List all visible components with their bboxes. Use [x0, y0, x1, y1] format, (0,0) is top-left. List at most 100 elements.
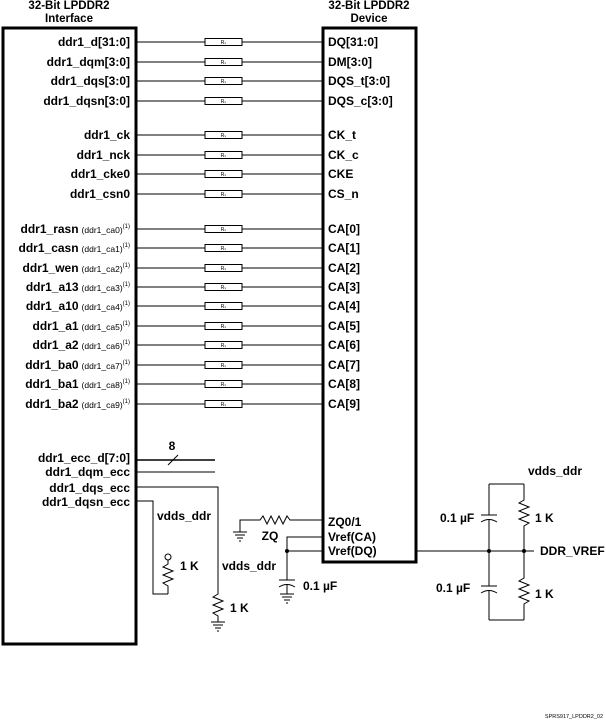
junction-cap-vref	[487, 549, 491, 553]
vref-cap-plate-bottom	[278, 584, 296, 588]
bus-width-label: 8	[169, 439, 176, 453]
right-header-line2: Device	[350, 13, 387, 25]
device-pin-label: CA[7]	[328, 358, 360, 372]
dqsn-ecc-line	[136, 500, 168, 595]
device-pin-label: CS_n	[328, 187, 359, 201]
footnote-mark: (1)	[123, 360, 130, 366]
pin-name: ddr1_ba0	[25, 358, 79, 372]
cap-top-label: 0.1 µF	[440, 511, 474, 525]
interface-pin-label: ddr1_dqs[3:0]	[51, 74, 130, 88]
series-resistor-label: Rₛ	[221, 79, 227, 85]
pin-name: ddr1_cke0	[71, 167, 131, 181]
vdds-ddr-label-divider: vdds_ddr	[528, 464, 582, 478]
cap-bottom-label: 0.1 µF	[436, 581, 470, 595]
series-resistor-label: Rₛ	[221, 192, 227, 198]
ecc-label-3: ddr1_dqsn_ecc	[42, 495, 130, 509]
pin-name: ddr1_ba1	[25, 377, 79, 391]
series-resistor-label: Rₛ	[221, 324, 227, 330]
vref-junction	[285, 549, 289, 553]
divider-cap-bottom-plate2	[480, 590, 498, 594]
series-resistor-label: Rₛ	[221, 246, 227, 252]
interface-pin-label: ddr1_dqsn[3:0]	[43, 94, 130, 108]
res-1k-dqs-label: 1 K	[230, 601, 249, 615]
device-box	[321, 26, 418, 564]
interface-pin-label: ddr1_a13(ddr1_ca3)(1)	[26, 280, 130, 294]
pin-alt-name: (ddr1_ca5)	[82, 322, 123, 332]
ddr-vref-label: DDR_VREF	[540, 544, 605, 558]
interface-box	[1, 26, 138, 646]
left-header-line2: Interface	[45, 13, 93, 25]
dqs-ecc-line	[136, 486, 219, 590]
divider-cap-top-plate2	[480, 519, 498, 523]
interface-pin-label: ddr1_dqm[3:0]	[47, 55, 130, 69]
vdds-ddr-label-dqs: vdds_ddr	[222, 559, 276, 573]
divider-resistor-bottom	[517, 551, 531, 620]
interface-pin-label: ddr1_casn(ddr1_ca1)(1)	[19, 241, 130, 255]
device-pin-label: CA[1]	[328, 241, 360, 255]
interface-pin-label: ddr1_a2(ddr1_ca6)(1)	[33, 338, 130, 352]
pin-name: ddr1_csn0	[70, 187, 130, 201]
interface-pin-label: ddr1_ba1(ddr1_ca8)(1)	[25, 377, 130, 391]
interface-pin-label: ddr1_rasn(ddr1_ca0)(1)	[21, 222, 130, 236]
pin-name: ddr1_dqm[3:0]	[47, 55, 130, 69]
interface-pin-label: ddr1_a10(ddr1_ca4)(1)	[26, 299, 130, 313]
interface-pin-label: ddr1_ba0(ddr1_ca7)(1)	[25, 358, 130, 372]
pin-name: ddr1_a1	[33, 319, 79, 333]
device-pin-label: DQS_t[3:0]	[328, 74, 390, 88]
pin-alt-name: (ddr1_ca8)	[82, 380, 123, 390]
ecc-label-0: ddr1_ecc_d[7:0]	[38, 451, 130, 465]
pin-name: ddr1_ba2	[25, 397, 79, 411]
signal-row: Rₛ ddr1_wen(ddr1_ca2)(1) CA[2]	[23, 261, 360, 275]
pin-alt-name: (ddr1_ca1)	[82, 244, 123, 254]
series-resistor-label: Rₛ	[221, 153, 227, 159]
right-header-line1: 32-Bit LPDDR2	[328, 0, 409, 12]
vref-cap-label: 0.1 µF	[303, 579, 337, 593]
series-resistor-label: Rₛ	[221, 99, 227, 105]
device-pin-label: DM[3:0]	[328, 55, 372, 69]
ground-vref	[280, 593, 294, 604]
device-pin-label: CA[2]	[328, 261, 360, 275]
res-1k-dqsn-label: 1 K	[180, 559, 199, 573]
series-resistor-label: Rₛ	[221, 266, 227, 272]
bus-slash	[167, 454, 179, 466]
pin-alt-name: (ddr1_ca4)	[82, 302, 123, 312]
vref-dq-label: Vref(DQ)	[328, 544, 377, 558]
vdds-ddr-label-dqsn: vdds_ddr	[157, 509, 211, 523]
pin-alt-name: (ddr1_ca3)	[82, 283, 123, 293]
series-resistor-label: Rₛ	[221, 382, 227, 388]
pin-name: ddr1_dqs[3:0]	[51, 74, 130, 88]
ecc-label-2: ddr1_dqs_ecc	[49, 481, 130, 495]
ecc-label-1: ddr1_dqm_ecc	[45, 465, 130, 479]
pin-name: ddr1_wen	[23, 261, 79, 275]
footnote-mark: (1)	[123, 399, 130, 405]
footnote-mark: (1)	[123, 321, 130, 327]
zq-pin-label: ZQ0/1	[328, 515, 362, 529]
device-pin-label: CK_t	[328, 128, 356, 142]
res-1k-bottom-label: 1 K	[535, 587, 554, 601]
figure-id: SPRS917_LPDDR2_02	[545, 714, 603, 720]
signal-rows: Rₛddr1_d[31:0]DQ[31:0]Rₛddr1_dqm[3:0]DM[…	[19, 35, 393, 411]
footnote-mark: (1)	[123, 301, 130, 307]
footnote-mark: (1)	[123, 282, 130, 288]
device-pin-label: CA[3]	[328, 280, 360, 294]
footnote-mark: (1)	[123, 263, 130, 269]
interface-pin-label: ddr1_ba2(ddr1_ca9)(1)	[25, 397, 130, 411]
divider-resistor-top	[517, 484, 531, 551]
series-resistor-label: Rₛ	[221, 285, 227, 291]
signal-row: Rₛ ddr1_casn(ddr1_ca1)(1) CA[1]	[19, 241, 360, 255]
left-header-line1: 32-Bit LPDDR2	[28, 0, 109, 12]
resistor-1k-dqs	[211, 590, 225, 622]
res-1k-top-label: 1 K	[535, 511, 554, 525]
interface-pin-label: ddr1_wen(ddr1_ca2)(1)	[23, 261, 130, 275]
signal-row: Rₛ ddr1_csn0 CS_n	[70, 187, 359, 201]
series-resistor-label: Rₛ	[221, 40, 227, 46]
